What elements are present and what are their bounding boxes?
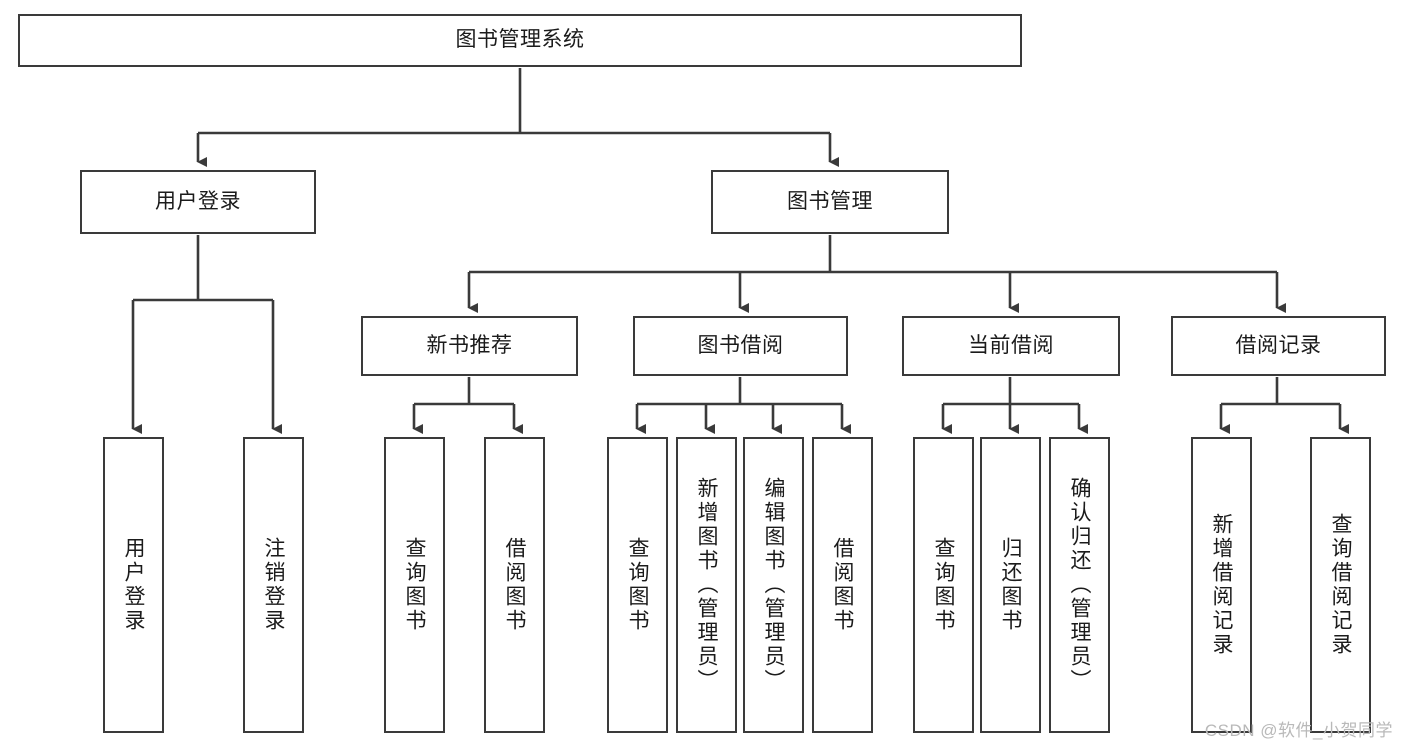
- leaf-query-book-current-label: 查询图书: [932, 537, 955, 633]
- node-new-book-recommend-label: 新书推荐: [426, 333, 513, 357]
- node-borrow-records-label: 借阅记录: [1235, 333, 1322, 357]
- leaf-edit-book-admin-label: 编辑图书（管理员）: [762, 477, 785, 693]
- node-borrow-records[interactable]: 借阅记录: [1171, 316, 1386, 376]
- leaf-query-borrow-record[interactable]: 查询借阅记录: [1310, 437, 1371, 733]
- leaf-query-book-label: 查询图书: [626, 537, 649, 633]
- node-book-management[interactable]: 图书管理: [711, 170, 949, 234]
- leaf-query-book[interactable]: 查询图书: [607, 437, 668, 733]
- leaf-add-borrow-record[interactable]: 新增借阅记录: [1191, 437, 1252, 733]
- leaf-user-login-label: 用户登录: [122, 537, 145, 633]
- node-book-borrow[interactable]: 图书借阅: [633, 316, 848, 376]
- node-user-login[interactable]: 用户登录: [80, 170, 316, 234]
- leaf-confirm-return-admin-label: 确认归还（管理员）: [1068, 477, 1091, 693]
- leaf-borrow-book-recommend-label: 借阅图书: [503, 537, 526, 633]
- leaf-add-book-admin[interactable]: 新增图书（管理员）: [676, 437, 737, 733]
- leaf-borrow-book-label: 借阅图书: [831, 537, 854, 633]
- watermark: CSDN @软件_小贺同学: [1204, 721, 1393, 740]
- leaf-logout-label: 注销登录: [262, 537, 285, 633]
- node-current-borrow-label: 当前借阅: [968, 333, 1054, 357]
- node-current-borrow[interactable]: 当前借阅: [902, 316, 1120, 376]
- node-root-label: 图书管理系统: [455, 28, 585, 52]
- leaf-return-book[interactable]: 归还图书: [980, 437, 1041, 733]
- node-root[interactable]: 图书管理系统: [18, 14, 1022, 67]
- leaf-logout[interactable]: 注销登录: [243, 437, 304, 733]
- node-book-management-label: 图书管理: [787, 189, 873, 213]
- leaf-edit-book-admin[interactable]: 编辑图书（管理员）: [743, 437, 804, 733]
- leaf-user-login[interactable]: 用户登录: [103, 437, 164, 733]
- leaf-query-book-current[interactable]: 查询图书: [913, 437, 974, 733]
- leaf-confirm-return-admin[interactable]: 确认归还（管理员）: [1049, 437, 1110, 733]
- leaf-add-borrow-record-label: 新增借阅记录: [1210, 513, 1233, 657]
- node-new-book-recommend[interactable]: 新书推荐: [361, 316, 578, 376]
- node-user-login-label: 用户登录: [155, 189, 241, 213]
- leaf-query-book-recommend[interactable]: 查询图书: [384, 437, 445, 733]
- leaf-borrow-book[interactable]: 借阅图书: [812, 437, 873, 733]
- leaf-add-book-admin-label: 新增图书（管理员）: [695, 477, 718, 693]
- leaf-borrow-book-recommend[interactable]: 借阅图书: [484, 437, 545, 733]
- leaf-return-book-label: 归还图书: [999, 537, 1022, 633]
- leaf-query-book-recommend-label: 查询图书: [403, 537, 426, 633]
- node-book-borrow-label: 图书借阅: [697, 333, 784, 357]
- leaf-query-borrow-record-label: 查询借阅记录: [1329, 513, 1352, 657]
